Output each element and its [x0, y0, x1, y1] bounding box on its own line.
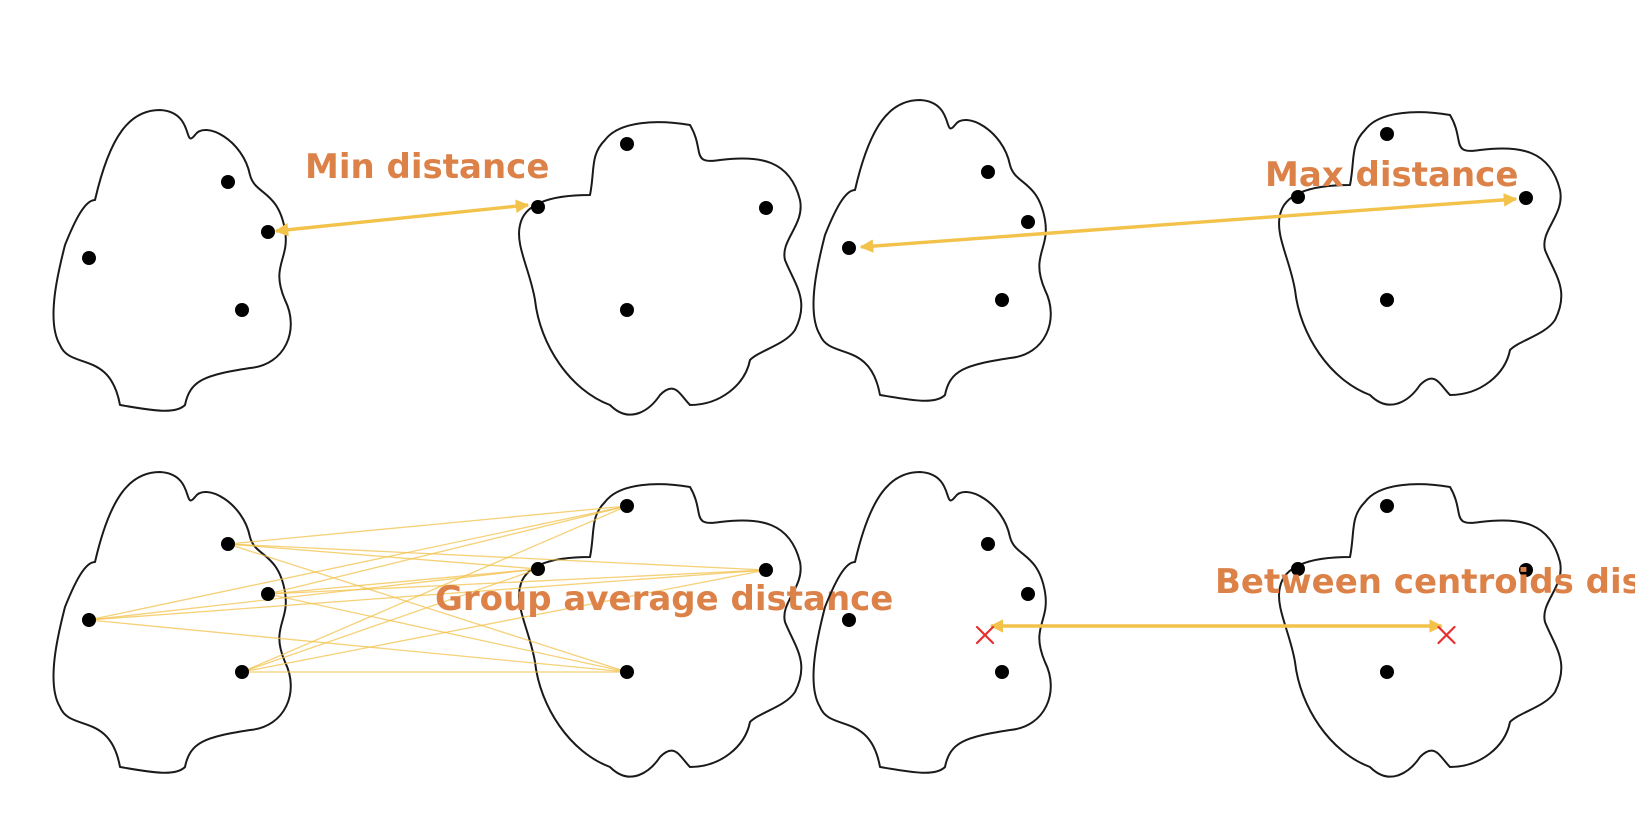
cluster-b-point [1519, 563, 1533, 577]
cluster-b-point [1380, 665, 1394, 679]
cluster-a-point [981, 165, 995, 179]
pairwise-distance-line [267, 505, 628, 595]
cluster-a-point [1021, 215, 1035, 229]
cluster-b-point [620, 137, 634, 151]
cluster-a-outline [52, 109, 292, 412]
cluster-a-point [221, 175, 235, 189]
cluster-a-point [1021, 587, 1035, 601]
cluster-b-outline [518, 121, 803, 416]
pairwise-distance-line [241, 505, 628, 673]
cluster-a-point [221, 537, 235, 551]
pairwise-distance-line [241, 568, 539, 673]
cluster-b-outline [1278, 483, 1563, 778]
cluster-b-point [531, 562, 545, 576]
cluster-b-point [1291, 190, 1305, 204]
distance-label-max: Max distance [1265, 155, 1518, 195]
cluster-b-point [759, 201, 773, 215]
cluster-a-point [82, 613, 96, 627]
panel-cen: Between centroids distance [812, 471, 1635, 778]
cluster-b-point [620, 665, 634, 679]
pairwise-distance-line [227, 505, 628, 545]
min-distance-arrow [274, 199, 530, 237]
max-distance-arrow [859, 193, 1518, 253]
pairwise-distance-line [88, 569, 767, 621]
cluster-a-point [261, 225, 275, 239]
cluster-b-point [1380, 293, 1394, 307]
centroid-x-mark-icon [975, 625, 995, 645]
cluster-b-point [620, 303, 634, 317]
distance-label-min: Min distance [305, 147, 549, 187]
distance-label-cen: Between centroids distance [1215, 562, 1635, 602]
pairwise-distance-line [88, 568, 539, 621]
panel-avg: Group average distance [52, 471, 893, 778]
cluster-b-point [1519, 191, 1533, 205]
cluster-b-point [620, 499, 634, 513]
pairwise-distance-line [88, 505, 628, 621]
pairwise-distance-line [227, 543, 767, 571]
cluster-a-outline [812, 99, 1052, 402]
cluster-b-point [1380, 127, 1394, 141]
pairwise-distance-line [227, 543, 539, 570]
cluster-a-point [995, 293, 1009, 307]
pairwise-distance-line [267, 568, 539, 595]
cluster-b-outline [518, 483, 803, 778]
cluster-a-outline [812, 471, 1052, 774]
centroid-x-mark-icon [1437, 625, 1456, 645]
cluster-a-point [82, 251, 96, 265]
cluster-b-point [1291, 562, 1305, 576]
cluster-a-point [235, 303, 249, 317]
panel-min: Min distance [52, 109, 803, 416]
cluster-a-point [842, 241, 856, 255]
cluster-a-outline [52, 471, 292, 774]
cluster-a-point [995, 665, 1009, 679]
cluster-a-point [981, 537, 995, 551]
cluster-a-point [261, 587, 275, 601]
cluster-a-point [842, 613, 856, 627]
cluster-b-point [531, 200, 545, 214]
pairwise-distance-line [88, 619, 628, 673]
pairwise-distance-line [267, 593, 628, 673]
cluster-b-point [1380, 499, 1394, 513]
cluster-a-point [235, 665, 249, 679]
pairwise-distance-line [241, 569, 767, 673]
panel-max: Max distance [812, 99, 1563, 406]
cluster-b-point [759, 563, 773, 577]
distance-label-avg: Group average distance [435, 579, 893, 619]
